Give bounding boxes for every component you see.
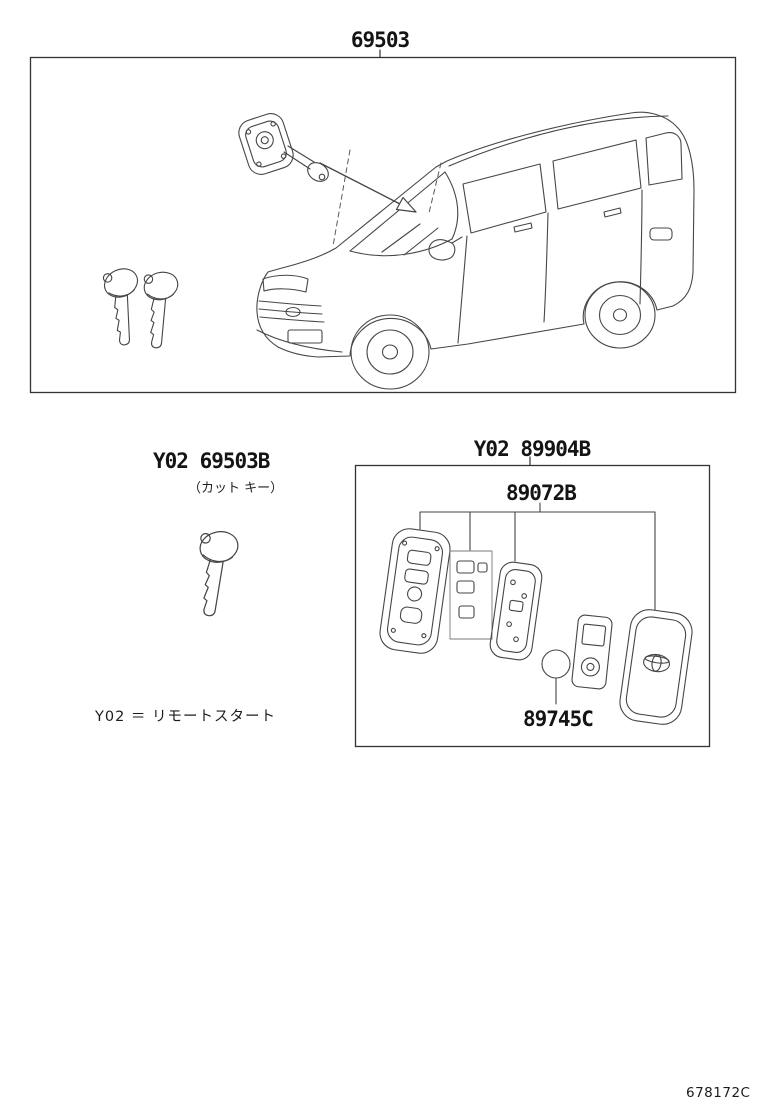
- master-key-illustration: [135, 265, 184, 350]
- key-cylinder-illustration: [238, 113, 329, 182]
- housing-leader-lines: [419, 502, 656, 611]
- transmitter-parts-illustration: [379, 502, 693, 725]
- fob-back-cover: [619, 609, 693, 725]
- brand-emblem-icon: [643, 653, 671, 673]
- fob-inner-case: [489, 561, 543, 661]
- key-set-frame: [29, 56, 737, 394]
- cut-key-note: （カット キー）: [188, 481, 284, 496]
- housing-part-number: 89072B: [506, 481, 577, 505]
- key-set-part-number: 69503: [350, 28, 410, 52]
- fob-buttons: [449, 550, 493, 640]
- vehicle-illustration: [256, 111, 695, 390]
- battery-part-number: 89745C: [523, 707, 594, 731]
- figure-code: 678172C: [686, 1085, 751, 1101]
- y02-legend: Y02 ＝ リモートスタート: [95, 709, 277, 725]
- cut-key-illustration: [185, 522, 246, 620]
- master-key-illustration: [98, 262, 147, 347]
- master-keys-illustration: [98, 262, 184, 350]
- construction-lines: [332, 149, 442, 247]
- transmitter-part-number: Y02 89904B: [473, 437, 591, 461]
- pointer-arrow: [319, 162, 417, 213]
- fob-module: [571, 614, 613, 690]
- transmitter-frame: [354, 464, 711, 748]
- label-leader-lines: [379, 49, 531, 466]
- fob-front-cover: [379, 528, 451, 654]
- cut-key-part-number: Y02 69503B: [153, 449, 270, 473]
- battery-illustration: [541, 649, 571, 679]
